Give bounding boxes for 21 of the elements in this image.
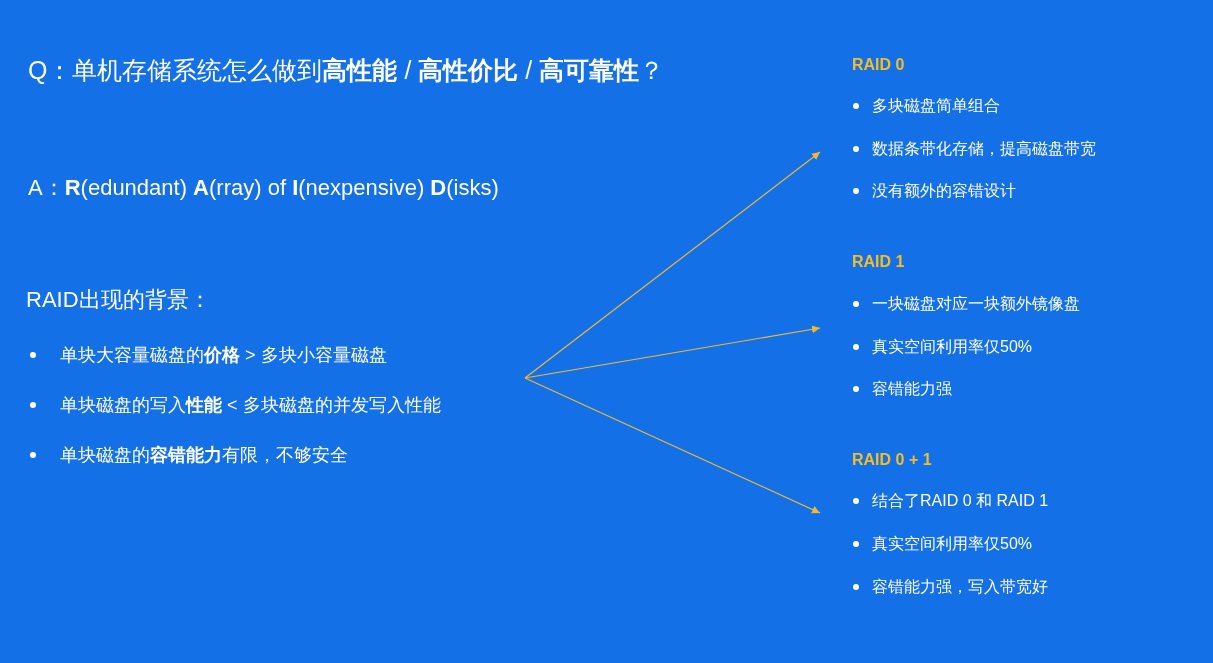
bullet-text: 单块磁盘的写入性能 < 多块磁盘的并发写入性能 (60, 394, 441, 417)
arrow (524, 151, 821, 379)
question-text: Q：单机存储系统怎么做到高性能 / 高性价比 / 高可靠性？ (28, 55, 665, 86)
section-heading: RAID 0 (852, 55, 905, 75)
answer-text: A：R(edundant) A(rray) of I(nexpensive) D(isks) (28, 174, 499, 202)
bullet-text: 真实空间利用率仅50% (872, 534, 1033, 554)
bullet-text: 容错能力强，写入带宽好 (872, 577, 1048, 597)
bullet-text: 数据条带化存储，提高磁盘带宽 (872, 139, 1096, 159)
bullet-text: 真实空间利用率仅50% (872, 337, 1033, 357)
arrow (524, 377, 821, 514)
bullet-text: 一块磁盘对应一块额外镜像盘 (872, 294, 1080, 314)
arrow (524, 325, 821, 379)
bullet-text: 单块磁盘的容错能力有限，不够安全 (60, 444, 348, 467)
bullet-text: 多块磁盘简单组合 (872, 96, 1000, 116)
bullet-text: 没有额外的容错设计 (872, 181, 1016, 201)
bullet-text: 结合了RAID 0 和 RAID 1 (872, 491, 1049, 511)
bullet-text: 容错能力强 (872, 379, 952, 399)
bullet-text: 单块大容量磁盘的价格 > 多块小容量磁盘 (60, 344, 387, 367)
section-heading: RAID 1 (852, 252, 905, 272)
section-heading: RAID 0 + 1 (852, 450, 932, 470)
section-heading: RAID出现的背景： (26, 287, 211, 313)
